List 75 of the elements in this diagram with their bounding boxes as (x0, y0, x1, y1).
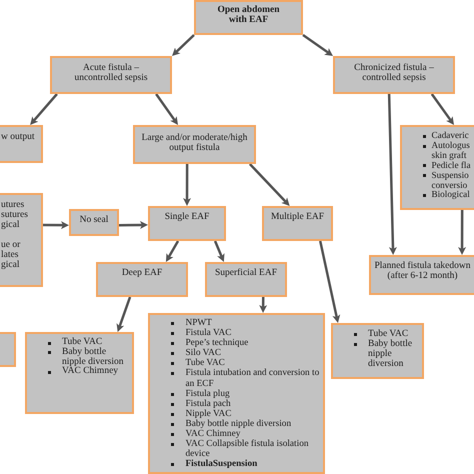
list-item: Tube VAC (354, 329, 408, 339)
box-label: Open abdomen with EAF (216, 5, 281, 25)
list-item: VAC Chimney (171, 429, 240, 440)
list-item: Baby bottle nipple diversion (171, 418, 292, 430)
arrow (183, 164, 192, 206)
list-item: conversio (430, 180, 468, 190)
list-item: Pedicle fla (423, 160, 471, 171)
list-box (25, 332, 134, 414)
process-box (96, 262, 188, 297)
list-item: Suspensio (423, 170, 469, 181)
arrow (171, 34, 195, 57)
arrow (42, 221, 70, 230)
list-item: Tube VAC (171, 358, 225, 368)
box-label: Multiple EAF (270, 212, 324, 222)
box-label: gical (1, 260, 20, 270)
arrow (302, 34, 334, 58)
box-label: Planned fistula takedown (after 6-12 month) (373, 261, 472, 281)
box-label: ue or (1, 240, 20, 250)
list-item: Fistula intubation and conversion to an ECF (171, 368, 320, 389)
list-item: Silo VAC (171, 348, 222, 358)
list-box (148, 313, 325, 474)
list-item: Tube VAC (48, 338, 102, 348)
list-item: Autologus (423, 140, 470, 151)
box-label: gical (1, 220, 20, 230)
box-label: Acute fistula – uncontrolled sepsis (73, 63, 149, 83)
arrow (164, 240, 180, 263)
arrow (155, 93, 180, 126)
process-box (0, 193, 43, 287)
arrow (118, 220, 148, 229)
box-label: w output (1, 132, 35, 142)
list-item: Cadaveric (423, 131, 469, 141)
list-item: Baby bottle nipple diversion (48, 348, 125, 368)
box-label: Superficial EAF (214, 268, 277, 278)
arrow (319, 240, 340, 324)
list-item: FistulaSuspension (171, 459, 258, 470)
box-label: utures (1, 200, 24, 210)
process-box (50, 56, 172, 94)
process-box (148, 206, 226, 241)
arrow (458, 210, 466, 255)
process-box (369, 255, 474, 295)
list-item: Pepe’s technique (171, 338, 248, 348)
arrow (29, 93, 58, 126)
arrow (214, 240, 226, 262)
process-box (333, 56, 455, 94)
list-item: Fistula pach (171, 398, 231, 409)
list-item: Nipple VAC (171, 408, 232, 419)
list-item: NPWT (171, 318, 212, 328)
list-box (400, 125, 474, 210)
process-box (0, 125, 43, 163)
list-item: skin graft (430, 150, 466, 161)
list-item: Fistula plug (171, 388, 230, 399)
list-box (331, 323, 424, 379)
process-box (0, 332, 16, 367)
box-label: Deep EAF (122, 268, 162, 278)
arrow (248, 163, 291, 207)
list-item: Fistula VAC (171, 328, 232, 338)
list-item: Biological (423, 190, 470, 200)
arrow (116, 296, 132, 332)
arrow (259, 296, 268, 314)
process-box (69, 209, 119, 236)
list-item: Baby bottle nipple diversion (354, 339, 418, 369)
box-label: lates (1, 250, 18, 260)
arrow (388, 94, 397, 256)
list-item: VAC Chimney (48, 367, 118, 378)
process-box (194, 0, 303, 35)
arrow (430, 93, 456, 126)
process-box (262, 206, 333, 241)
box-label: Large and/or moderate/high output fistula (140, 133, 248, 153)
box-label: Single EAF (164, 212, 210, 222)
list-item: VAC Collapsible fistula isolation device (171, 439, 320, 460)
box-label: sutures (1, 210, 28, 220)
box-label: No seal (80, 215, 108, 225)
process-box (133, 125, 256, 164)
process-box (205, 262, 287, 297)
box-label: Chronicized fistula – controlled sepsis (353, 63, 435, 83)
